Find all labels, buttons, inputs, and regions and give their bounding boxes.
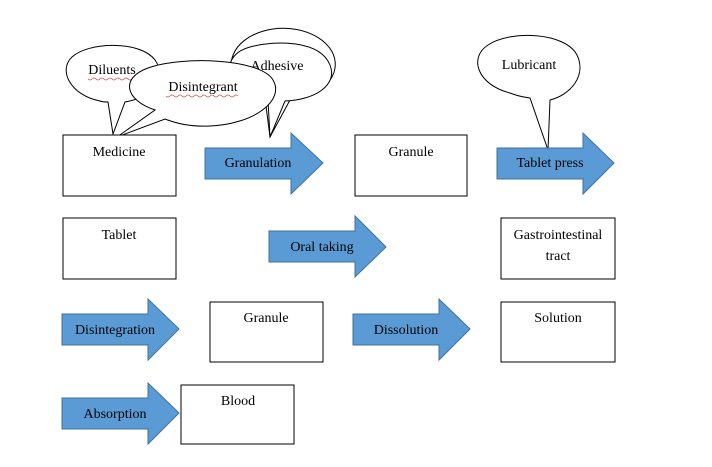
box-gi-tract-line1: Gastrointestinal (514, 228, 603, 243)
spellcheck-underline-disintegrant (165, 94, 239, 98)
box-granule-top: Granule (354, 134, 468, 197)
callout-lubricant-label: Lubricant (502, 58, 557, 73)
callout-disintegrant: Disintegrant (116, 60, 277, 138)
box-granule-mid-label: Granule (243, 311, 288, 326)
callout-disintegrant-label: Disintegrant (168, 80, 237, 95)
box-blood: Blood (180, 384, 295, 445)
arrow-absorption: Absorption (61, 381, 180, 446)
box-tablet: Tablet (62, 217, 177, 280)
box-medicine-label: Medicine (93, 145, 146, 160)
arrow-disintegration-label: Disintegration (75, 323, 155, 338)
callout-adhesive-label: Adhesive (251, 59, 304, 74)
box-granule-mid: Granule (209, 301, 324, 363)
arrow-tablet-press-label: Tablet press (516, 156, 583, 171)
box-gastrointestinal-tract: Gastrointestinal tract (500, 217, 616, 280)
callout-lubricant: Lubricant (477, 34, 581, 151)
arrow-oral-taking: Oral taking (268, 214, 387, 279)
box-blood-label: Blood (221, 394, 255, 409)
arrow-disintegration: Disintegration (61, 297, 180, 362)
box-granule-top-label: Granule (388, 145, 433, 160)
arrow-oral-taking-label: Oral taking (290, 240, 353, 255)
spellcheck-underline-diluents (87, 77, 137, 81)
arrow-granulation: Granulation (204, 131, 324, 196)
arrow-granulation-label: Granulation (225, 156, 292, 171)
arrow-dissolution-label: Dissolution (374, 323, 439, 338)
box-tablet-label: Tablet (102, 228, 137, 243)
arrow-absorption-label: Absorption (84, 407, 147, 422)
callout-diluents-label: Diluents (88, 63, 135, 78)
box-medicine: Medicine (62, 134, 177, 197)
arrow-tablet-press: Tablet press (496, 131, 615, 196)
callout-diluents: Diluents (65, 44, 160, 136)
arrow-dissolution: Dissolution (352, 297, 471, 362)
box-solution: Solution (500, 301, 616, 363)
box-gi-tract-line2: tract (546, 249, 571, 264)
callout-adhesive: Adhesive (229, 27, 336, 139)
box-solution-label: Solution (534, 311, 581, 326)
